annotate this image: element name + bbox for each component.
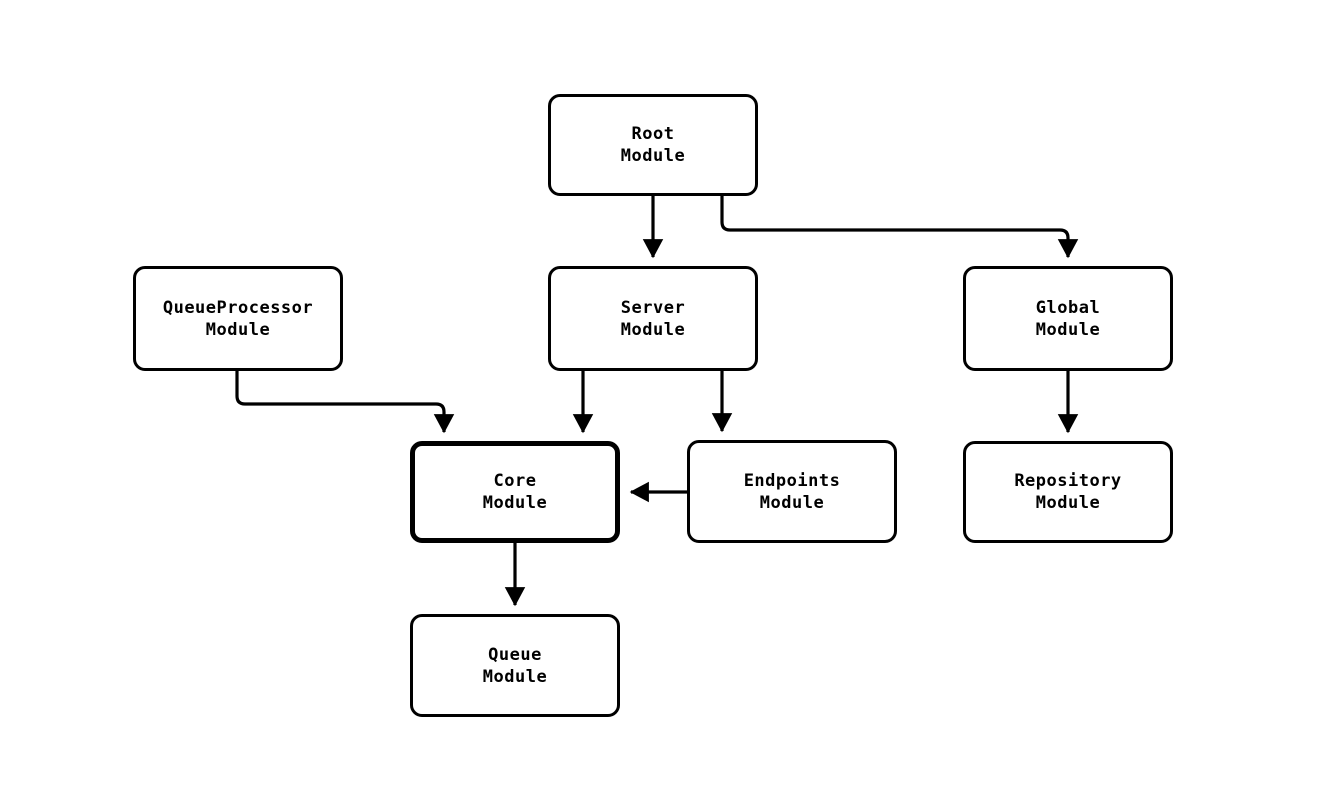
edge-root-global [720,196,1079,259]
edge-queueprocessor-core [235,371,455,434]
node-endpoints-module-label-line2: Module [759,492,825,513]
node-core-module[interactable]: Core Module [410,441,620,543]
node-queueprocessor-module-label-line1: QueueProcessor [162,297,314,318]
node-endpoints-module[interactable]: Endpoints Module [687,440,897,543]
node-global-module[interactable]: Global Module [963,266,1173,371]
node-root-module-label-line2: Module [620,146,686,166]
node-global-module-label-line1: Global [1035,297,1101,318]
node-queueprocessor-module[interactable]: QueueProcessor Module [133,266,343,371]
node-queue-module-label-line1: Queue [488,644,542,665]
node-repository-module-label-line1: Repository [1014,471,1122,491]
node-global-module-label-line2: Module [1035,319,1101,340]
node-server-module-label-line2: Module [620,319,686,340]
node-server-module-label-line1: Server [620,297,686,318]
node-server-module[interactable]: Server Module [548,266,758,371]
node-queue-module-label-line2: Module [482,666,548,687]
node-repository-module[interactable]: Repository Module [963,441,1173,543]
node-root-module[interactable]: Root Module [548,94,758,196]
node-root-module-label-line1: Root [631,124,675,144]
node-endpoints-module-label-line1: Endpoints [743,470,841,491]
node-queueprocessor-module-label-line2: Module [205,319,271,340]
node-core-module-label-line1: Core [493,471,537,491]
node-repository-module-label-line2: Module [1035,493,1101,513]
node-core-module-label-line2: Module [482,493,548,513]
node-queue-module[interactable]: Queue Module [410,614,620,717]
